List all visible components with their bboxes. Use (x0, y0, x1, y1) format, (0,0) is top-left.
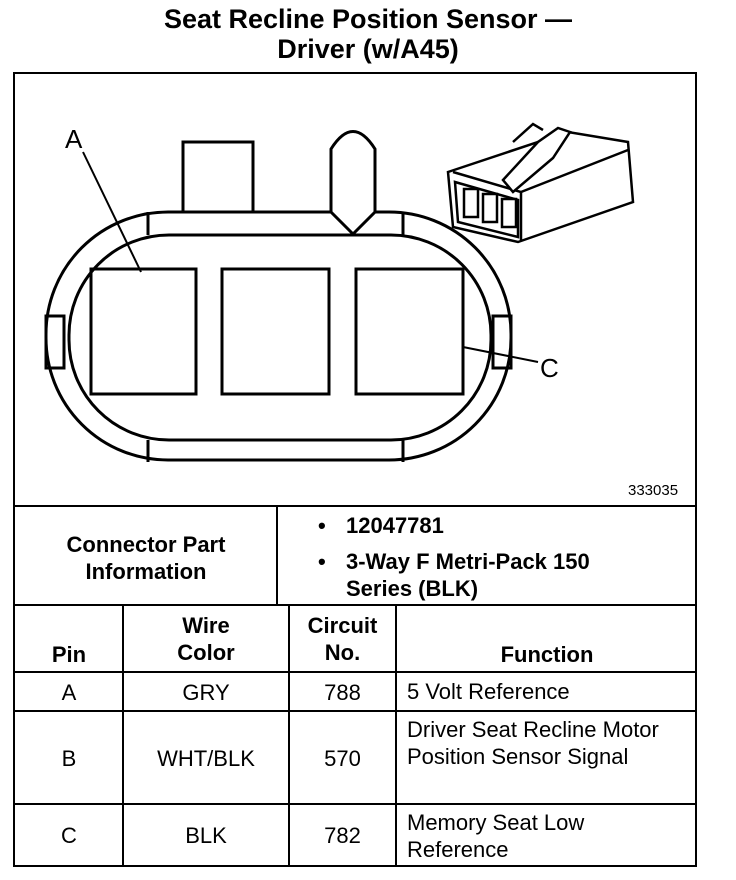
connector-diagram: A C (44, 122, 635, 462)
row-a-wire-color: GRY (182, 679, 230, 705)
row-c-function: Memory Seat Low Reference (407, 810, 585, 862)
divider-row-a (13, 710, 697, 712)
divider-col-2 (288, 605, 290, 866)
divider-header (13, 671, 697, 673)
connector-right-tab (491, 314, 513, 370)
connector-info-label: Connector Part Information (66, 532, 226, 584)
cavity-b (220, 267, 331, 396)
divider-connector-info (13, 604, 697, 606)
divider-diagram (13, 505, 697, 507)
connector-info-list: 12047781 3-Way F Metri-Pack 150 Series (… (318, 512, 606, 602)
connector-inner-shell (67, 233, 493, 442)
title-line-1: Seat Recline Position Sensor — (163, 4, 573, 34)
row-b-circuit: 570 (324, 745, 361, 771)
row-b-pin: B (61, 745, 77, 771)
row-c-wire-color: BLK (185, 822, 227, 848)
cavity-a (89, 267, 198, 396)
header-function: Function (500, 642, 594, 667)
title-line-2: Driver (w/A45) (277, 34, 459, 64)
document-frame (13, 72, 697, 867)
header-wire-color: Wire Color (177, 613, 235, 665)
cavity-c (354, 267, 465, 396)
divider-row-b (13, 803, 697, 805)
page-title: Seat Recline Position Sensor — Driver (w… (0, 4, 736, 64)
connector-info-item: 12047781 (318, 512, 606, 539)
header-pin: Pin (51, 642, 87, 667)
row-c-circuit: 782 (324, 822, 361, 848)
divider-info-col (276, 505, 278, 605)
callout-a-label: A (65, 124, 83, 154)
callout-a-leader (82, 151, 142, 273)
row-c-pin: C (61, 822, 77, 848)
row-a-pin: A (61, 679, 77, 705)
row-b-wire-color: WHT/BLK (157, 745, 255, 771)
row-b-function: Driver Seat Recline Motor Position Senso… (407, 717, 659, 769)
connector-left-tab (44, 314, 66, 370)
connector-3d-view (446, 122, 635, 244)
connector-key (329, 130, 377, 237)
connector-info-item: 3-Way F Metri-Pack 150 Series (BLK) (318, 548, 606, 602)
figure-number: 333035 (628, 482, 679, 499)
row-a-function: 5 Volt Reference (407, 679, 570, 704)
callout-c-leader (462, 346, 539, 363)
header-circuit-no: Circuit No. (307, 613, 378, 665)
connector-top-tab (181, 140, 255, 212)
divider-col-3 (395, 605, 397, 866)
divider-col-1 (122, 605, 124, 866)
row-a-circuit: 788 (324, 679, 361, 705)
callout-c-label: C (540, 353, 559, 383)
